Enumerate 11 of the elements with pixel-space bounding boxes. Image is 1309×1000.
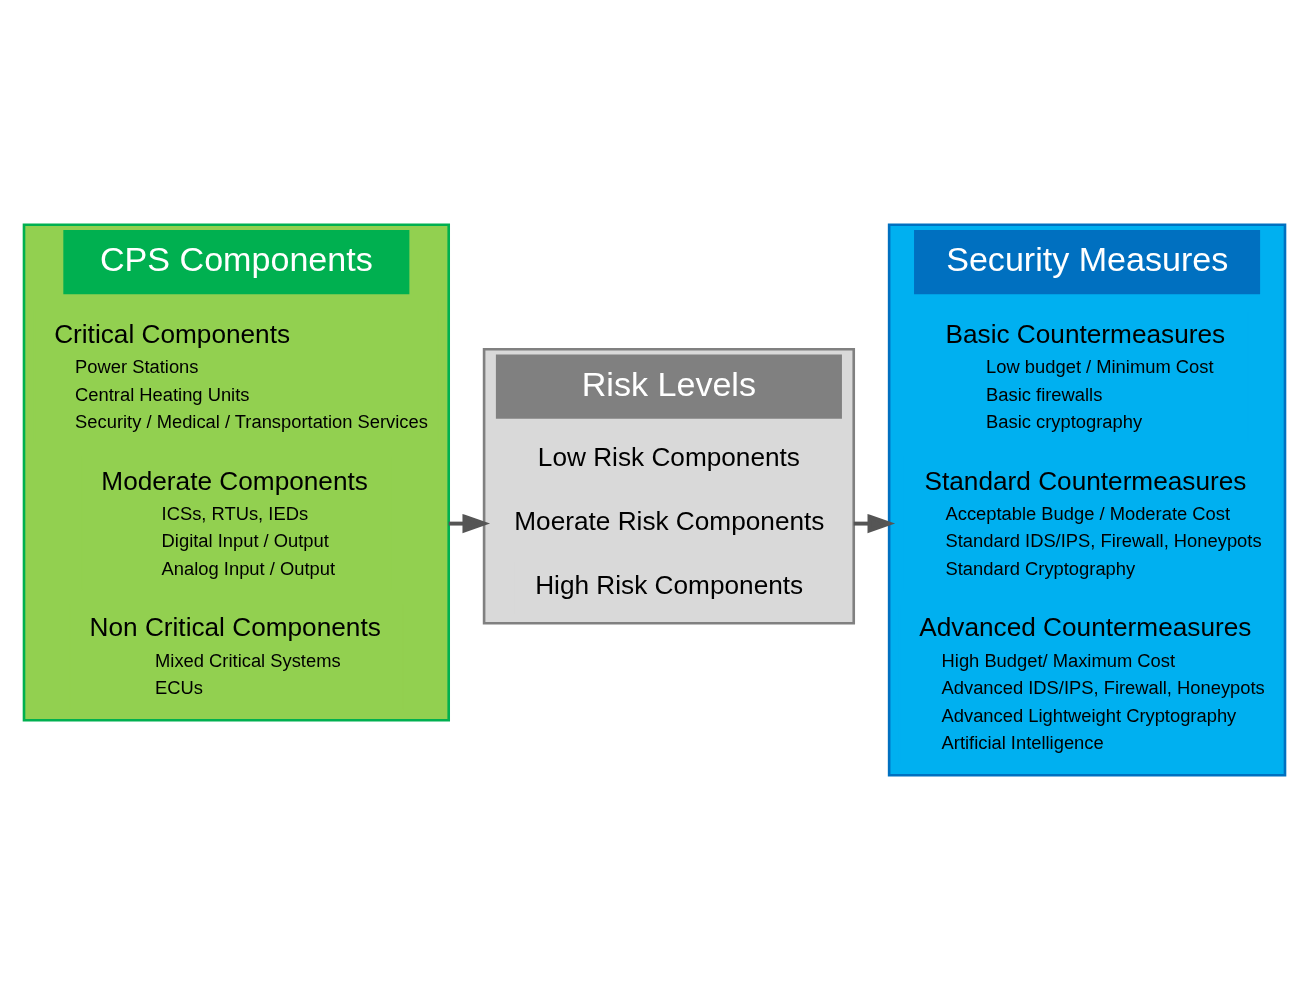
node-text: Moderate Components ICSs, RTUs, IEDs Digital Input / Output Analog Input / Output bbox=[101, 465, 368, 579]
node-text: Critical Components Power Stations Central Heating Units Security / Medical / Transportation Services bbox=[54, 318, 428, 433]
node-text: Low Risk Components bbox=[537, 441, 800, 472]
node-text: High Risk Components bbox=[535, 570, 804, 601]
node-text: Advanced Countermeasures High Budget/ Maximum Cost Advanced IDS/IPS, Firewall, Honeypots Advanced Lightweight Cryptography Artificial Intelligence bbox=[919, 612, 1265, 754]
node-text: Non Critical Components Mixed Critical Systems ECUs bbox=[89, 612, 381, 699]
node-text: Basic Countermeasures Low budget / Minimum Cost Basic firewalls Basic cryptography bbox=[945, 318, 1226, 433]
node-text: Standard Countermeasures Acceptable Budge / Moderate Cost Standard IDS/IPS, Firewall, Honeypots Standard Cryptography bbox=[924, 465, 1262, 579]
node-text: Moerate Risk Components bbox=[514, 506, 825, 537]
arrow bbox=[853, 513, 896, 534]
arrow bbox=[448, 513, 491, 534]
